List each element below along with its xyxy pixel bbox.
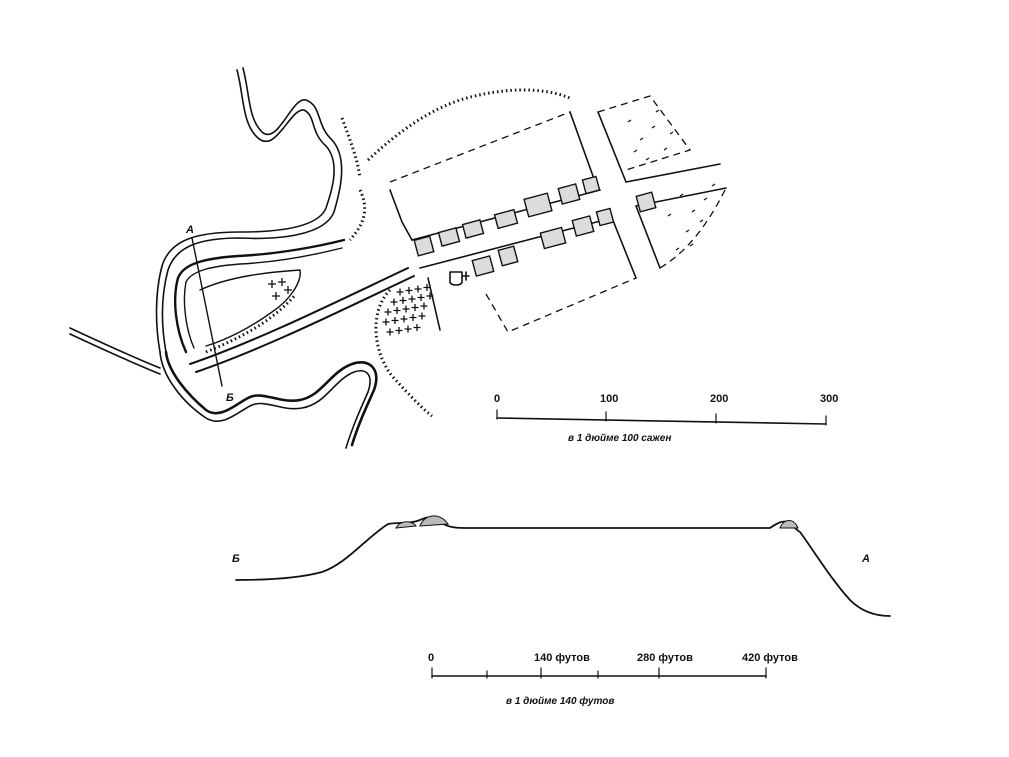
orchard-mark xyxy=(691,209,696,213)
section-label-b: Б xyxy=(226,392,234,404)
orchard-mark xyxy=(633,149,638,153)
orchard-mark xyxy=(685,229,690,233)
cemetery-cross xyxy=(386,328,394,336)
orchard-mark xyxy=(645,157,650,161)
profile-scale-tick-420: 420 футов xyxy=(742,652,798,664)
cemetery-cross xyxy=(399,297,407,304)
profile-label-b: Б xyxy=(232,553,240,565)
orchard-mark xyxy=(699,219,704,223)
orchard-mark xyxy=(639,137,644,141)
cemetery-cross xyxy=(393,307,401,314)
orchard-mark xyxy=(627,119,632,123)
cemetery-cross xyxy=(426,292,434,300)
cemetery-cross xyxy=(384,308,392,316)
orchard-mark xyxy=(689,243,694,247)
cemetery-cross xyxy=(400,315,408,323)
plan-scale-tick-0: 0 xyxy=(494,393,500,405)
cemetery-cross xyxy=(418,312,426,320)
section-line: А Б xyxy=(185,224,234,404)
orchard-mark xyxy=(703,197,708,201)
cemetery-cross xyxy=(391,317,399,324)
cemetery-cross xyxy=(414,285,422,293)
plan-scale-caption: в 1 дюйме 100 сажен xyxy=(568,433,671,444)
profile-scale-caption: в 1 дюйме 140 футов xyxy=(506,695,614,707)
section-label-a: А xyxy=(185,224,194,236)
orchard-mark xyxy=(679,193,684,197)
river xyxy=(69,67,378,449)
peninsula-crosses xyxy=(268,278,292,300)
orchard-dots xyxy=(627,109,716,251)
cemetery-cross xyxy=(405,287,413,294)
profile-scale-bar: 0 140 футов 280 футов 420 футов в 1 дюйм… xyxy=(428,652,798,707)
cemetery-cross xyxy=(390,298,398,306)
cemetery-cross xyxy=(413,324,421,331)
profile-scale-tick-140: 140 футов xyxy=(534,652,590,664)
plan-scale-bar: 0 100 200 300 в 1 дюйме 100 сажен xyxy=(494,393,838,444)
profile-scale-tick-0: 0 xyxy=(428,652,434,664)
cemetery-cross xyxy=(420,302,428,310)
profile-label-a: А xyxy=(861,553,870,565)
plan-scale-tick-200: 200 xyxy=(710,393,728,405)
orchard-mark xyxy=(675,247,680,251)
orchard-mark xyxy=(655,109,660,113)
cemetery-cross xyxy=(409,314,417,321)
cemetery-cross xyxy=(411,304,419,311)
settlement xyxy=(389,95,727,333)
plan-scale-tick-300: 300 xyxy=(820,393,838,405)
orchard-mark xyxy=(711,183,716,187)
cemetery-cross xyxy=(423,284,431,291)
cemetery-crosses xyxy=(382,284,434,336)
orchard-mark xyxy=(651,125,656,129)
cemetery-cross xyxy=(417,294,425,301)
plan-scale-tick-100: 100 xyxy=(600,393,618,405)
peninsula-fortification xyxy=(173,238,415,373)
cemetery-cross xyxy=(395,327,403,334)
cemetery-cross xyxy=(396,288,404,296)
orchard-mark xyxy=(667,213,672,217)
church-symbol xyxy=(449,271,470,286)
orchard-mark xyxy=(669,131,674,135)
profile-scale-tick-280: 280 футов xyxy=(637,652,693,664)
cemetery-cross xyxy=(408,295,416,303)
terrain-hatching xyxy=(340,88,571,418)
cross-section-profile: Б А xyxy=(232,515,891,617)
cemetery-cross xyxy=(382,318,390,326)
cemetery-cross xyxy=(404,325,412,333)
orchard-mark xyxy=(663,147,668,151)
cemetery-cross xyxy=(402,305,410,313)
